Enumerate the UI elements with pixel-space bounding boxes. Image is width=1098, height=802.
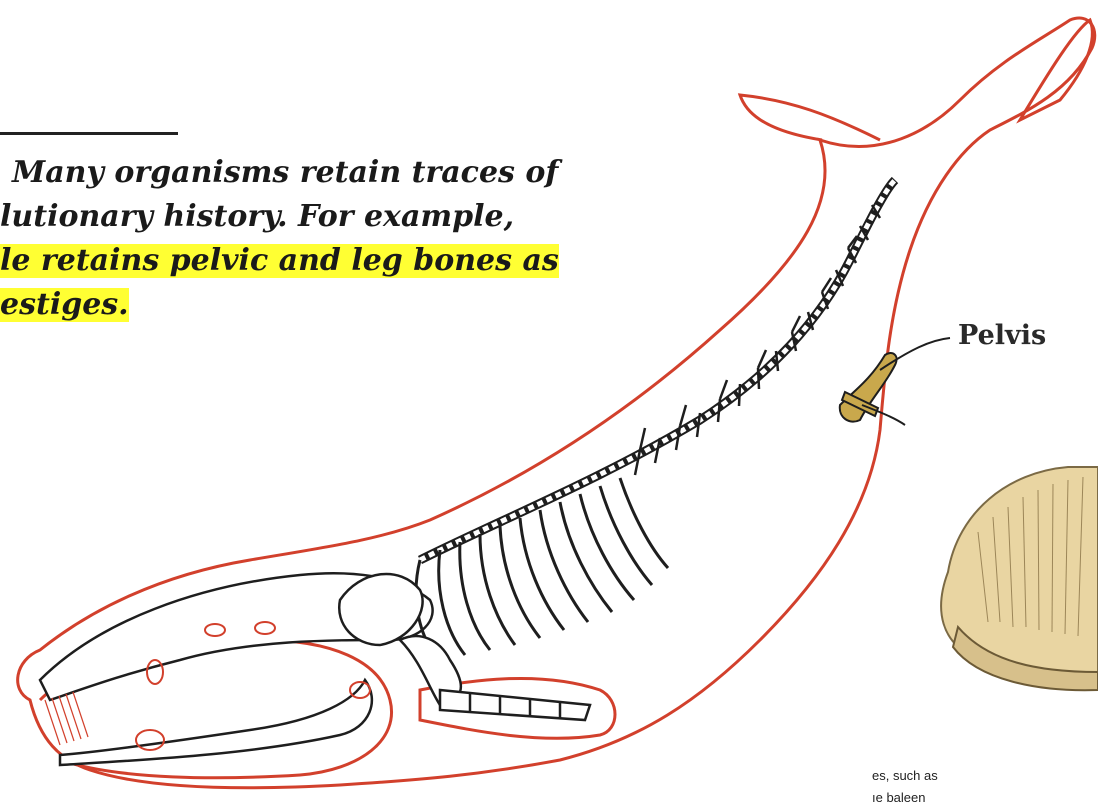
caption-line-4-highlighted: estiges. [0, 288, 129, 322]
inset-caption-line-1: es, such as [872, 768, 938, 783]
caption-line-3-highlighted: le retains pelvic and leg bones as [0, 244, 559, 278]
whale-fluke-tip [1020, 20, 1092, 120]
leg-pointer [862, 405, 905, 425]
spine [420, 180, 895, 560]
whale-fluke [740, 95, 880, 140]
caption-line-2: lutionary history. For example, [0, 200, 514, 234]
caption-rule [0, 132, 178, 135]
caption-line-1: Many organisms retain traces of [12, 156, 558, 190]
pelvis-label: Pelvis [958, 320, 1046, 351]
baleen-inset [918, 422, 1098, 802]
inset-caption-line-2: ıe baleen [872, 786, 926, 802]
spine-inner [420, 180, 895, 560]
jaw-bone [60, 680, 372, 765]
